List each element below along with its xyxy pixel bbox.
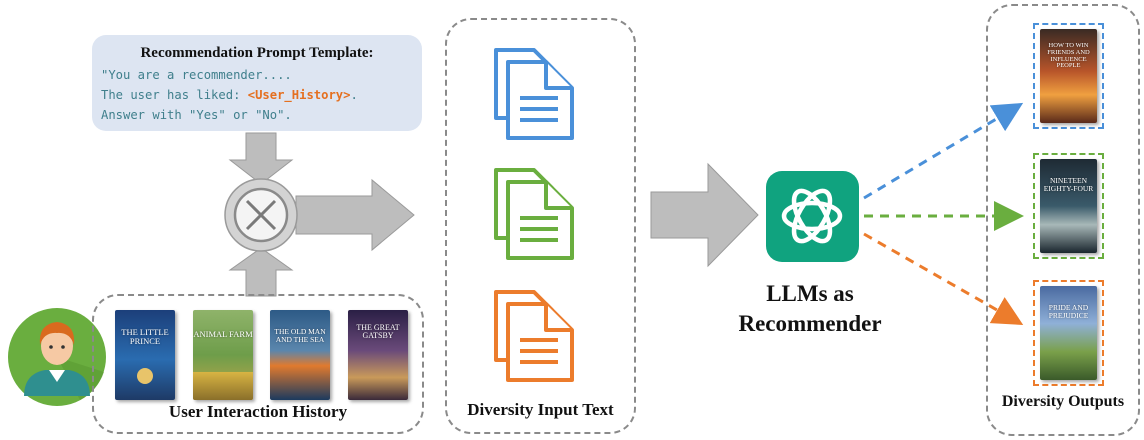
history-book-1-title: THE LITTLE PRINCE — [121, 327, 169, 346]
prompt-line-2-prefix: The user has liked: — [101, 88, 248, 102]
document-icon-green — [494, 168, 574, 260]
field-shape — [193, 372, 253, 400]
input-text-container — [445, 18, 636, 434]
outputs-container — [986, 4, 1140, 436]
history-book-2: ANIMAL FARM — [193, 310, 253, 400]
planet-shape — [137, 368, 153, 384]
prompt-down-arrow — [228, 132, 294, 185]
history-book-4-title: THE GREAT GATSBY — [356, 323, 400, 341]
prompt-line-1: "You are a recommender.... — [101, 68, 292, 82]
llm-label-line-2: Recommender — [738, 311, 882, 336]
prompt-line-3: Answer with "Yes" or "No". — [101, 108, 292, 122]
prompt-template-box: Recommendation Prompt Template: "You are… — [92, 35, 422, 131]
history-book-1: THE LITTLE PRINCE — [115, 310, 175, 400]
multiply-operator-icon — [224, 178, 298, 252]
output-book-2: NINETEEN EIGHTY-FOUR — [1040, 159, 1097, 253]
history-container — [92, 294, 424, 434]
output-book-1: HOW TO WIN FRIENDS AND INFLUENCE PEOPLE — [1040, 29, 1097, 123]
outputs-caption: Diversity Outputs — [1001, 393, 1125, 410]
history-book-3-title: THE OLD MAN AND THE SEA — [274, 327, 326, 344]
document-icon-blue — [494, 48, 574, 140]
user-history-placeholder: <User_History> — [247, 88, 351, 102]
output-book-3-title: PRIDE AND PREJUDICE — [1048, 303, 1089, 320]
history-caption: User Interaction History — [168, 402, 348, 421]
prompt-line-2: The user has liked: <User_History>. — [101, 88, 358, 102]
output-book-3: PRIDE AND PREJUDICE — [1040, 286, 1097, 380]
prompt-title: Recommendation Prompt Template: — [140, 45, 374, 61]
output-book-1-title: HOW TO WIN FRIENDS AND INFLUENCE PEOPLE — [1047, 42, 1090, 70]
document-icon-orange — [494, 290, 574, 382]
input-text-caption: Diversity Input Text — [467, 400, 614, 419]
history-up-arrow — [228, 247, 294, 297]
output-arrow-orange — [863, 232, 1024, 325]
operator-right-arrow — [295, 178, 415, 252]
output-frame-orange — [1033, 280, 1104, 386]
output-arrow-blue — [863, 102, 1024, 200]
output-frame-green — [1033, 153, 1104, 259]
openai-logo-icon — [766, 171, 859, 262]
output-frame-blue — [1033, 23, 1104, 129]
history-book-2-title: ANIMAL FARM — [193, 329, 253, 339]
llm-label-line-1: LLMs as — [766, 281, 854, 306]
history-book-4: THE GREAT GATSBY — [348, 310, 408, 400]
output-book-2-title: NINETEEN EIGHTY-FOUR — [1043, 176, 1094, 193]
prompt-line-2-suffix: . — [350, 88, 358, 102]
to-llm-arrow — [650, 162, 759, 268]
history-book-3: THE OLD MAN AND THE SEA — [270, 310, 330, 400]
